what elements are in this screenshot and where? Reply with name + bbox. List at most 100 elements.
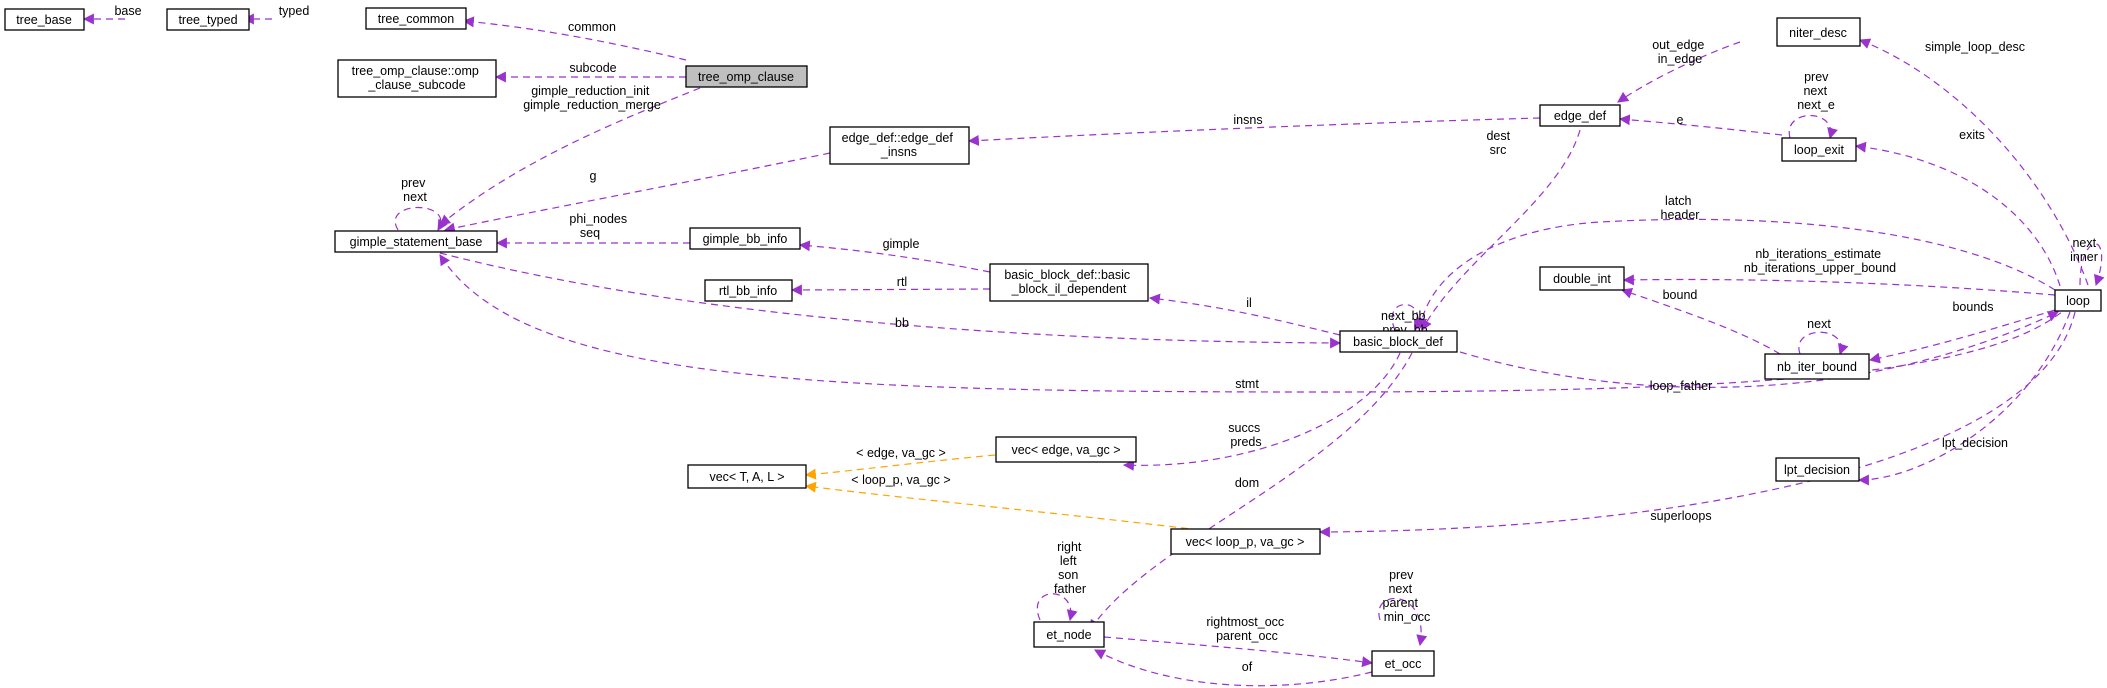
edge-common: [462, 16, 687, 61]
label-g: g: [590, 169, 597, 183]
label-rtl: rtl: [897, 275, 907, 289]
label-common: common: [568, 20, 616, 34]
node-nb-iter-bound[interactable]: nb_iter_bound: [1764, 353, 1870, 380]
edge-rtl: [790, 284, 991, 296]
label-gsb-self: prev next: [401, 176, 429, 204]
label-simple-loop-desc: simple_loop_desc: [1925, 40, 2025, 54]
node-tree-base[interactable]: tree_base: [4, 8, 85, 31]
edge-bb: [439, 252, 1342, 349]
node-tree-common[interactable]: tree_common: [365, 7, 467, 30]
label-tmpl-edge: < edge, va_gc >: [856, 446, 946, 460]
node-tree-typed[interactable]: tree_typed: [166, 8, 250, 31]
svg-text:nb_iter_bound: nb_iter_bound: [1777, 360, 1857, 374]
label-typed: typed: [279, 4, 310, 18]
label-phi-seq: phi_nodes seq: [569, 212, 630, 240]
edge-simple-loop-desc: [1858, 38, 2089, 286]
svg-text:gimple_statement_base: gimple_statement_base: [350, 235, 483, 249]
label-latch-header: latch header: [1661, 194, 1700, 222]
svg-text:et_occ: et_occ: [1385, 657, 1422, 671]
node-rtl-bb-info[interactable]: rtl_bb_info: [704, 279, 793, 302]
label-insns: insns: [1233, 113, 1262, 127]
edge-gsb-self: [394, 207, 448, 231]
edge-gimple: [798, 240, 991, 273]
edge-il: [1148, 293, 1341, 336]
label-dom: dom: [1235, 476, 1259, 490]
edge-exits: [1854, 141, 2061, 287]
svg-text:vec< edge, va_gc >: vec< edge, va_gc >: [1011, 443, 1120, 457]
edge-loop-father: [1459, 311, 2059, 388]
node-tree-omp-clause[interactable]: tree_omp_clause: [685, 65, 808, 88]
node-edge-def[interactable]: edge_def: [1539, 104, 1621, 127]
svg-text:vec< T, A, L >: vec< T, A, L >: [709, 470, 784, 484]
node-basic-block-def[interactable]: basic_block_def: [1339, 330, 1458, 353]
node-double-int[interactable]: double_int: [1539, 266, 1625, 291]
label-out-in-edge: out_edge in_edge: [1652, 38, 1708, 66]
label-loop-exit-self: prev next next_e: [1797, 70, 1835, 112]
svg-text:tree_typed: tree_typed: [178, 13, 237, 27]
svg-text:tree_base: tree_base: [16, 13, 72, 27]
label-tmpl-loop: < loop_p, va_gc >: [851, 473, 950, 487]
label-exits: exits: [1959, 128, 1985, 142]
svg-text:niter_desc: niter_desc: [1789, 26, 1847, 40]
svg-text:edge_def::edge_def _insn: edge_def::edge_def _insns: [842, 131, 957, 159]
label-gimple: gimple: [883, 237, 920, 251]
label-dest-src: dest src: [1486, 129, 1513, 157]
label-il: il: [1246, 296, 1252, 310]
label-stmt: stmt: [1235, 377, 1259, 391]
edge-bound: [1620, 288, 1781, 355]
node-bb-il-dependent[interactable]: basic_block_def::basic _block_il_depende…: [989, 263, 1149, 302]
node-loop[interactable]: loop: [2054, 289, 2102, 312]
edge-loop-self: [2079, 243, 2105, 287]
edge-tmpl-loop: [804, 481, 1201, 531]
node-omp-clause-subcode[interactable]: tree_omp_clause::omp _clause_subcode: [337, 59, 497, 98]
label-base: base: [114, 4, 141, 18]
svg-text:gimple_bb_info: gimple_bb_info: [703, 232, 788, 246]
node-lpt-decision[interactable]: lpt_decision: [1775, 457, 1860, 482]
label-et-occ-self: prev next parent min_occ: [1383, 568, 1431, 624]
svg-text:vec< loop_p, va_gc >: vec< loop_p, va_gc >: [1186, 535, 1305, 549]
node-et-node[interactable]: et_node: [1033, 621, 1105, 648]
label-nb-iterations: nb_iterations_estimate nb_iterations_upp…: [1744, 247, 1896, 275]
label-bounds: bounds: [1952, 300, 1993, 314]
label-subcode: subcode: [569, 61, 616, 75]
node-niter-desc[interactable]: niter_desc: [1776, 17, 1861, 47]
node-edge-def-insns[interactable]: edge_def::edge_def _insns: [829, 126, 970, 165]
svg-text:loop: loop: [2066, 294, 2090, 308]
edge-dest-src: [1421, 129, 1581, 331]
edge-nb-iterations: [1622, 274, 2056, 296]
svg-text:basic_block_def::basic _: basic_block_def::basic _block_il_depende…: [1004, 268, 1133, 296]
node-vec-tal[interactable]: vec< T, A, L >: [687, 464, 807, 489]
node-gimple-bb-info[interactable]: gimple_bb_info: [689, 227, 801, 250]
label-gimple-reduction: gimple_reduction_init gimple_reduction_m…: [523, 84, 661, 112]
label-bb: bb: [895, 316, 909, 330]
edge-superloops: [1318, 311, 2076, 538]
svg-text:loop_exit: loop_exit: [1794, 143, 1845, 157]
label-bound: bound: [1663, 288, 1698, 302]
svg-text:basic_block_def: basic_block_def: [1353, 335, 1443, 349]
label-e: e: [1677, 113, 1684, 127]
svg-text:et_node: et_node: [1046, 628, 1091, 642]
edge-tmpl-edge: [804, 454, 996, 480]
edge-g: [443, 152, 831, 234]
node-vec-loop[interactable]: vec< loop_p, va_gc >: [1170, 528, 1321, 555]
svg-text:double_int: double_int: [1553, 272, 1611, 286]
edge-e: [1618, 114, 1783, 136]
edge-rightmost-parent: [1103, 636, 1374, 668]
label-lpt-decision: lpt_decision: [1942, 436, 2008, 450]
node-vec-edge[interactable]: vec< edge, va_gc >: [995, 436, 1137, 463]
node-loop-exit[interactable]: loop_exit: [1781, 137, 1857, 162]
svg-text:tree_omp_clause::omp _cl: tree_omp_clause::omp _clause_subcode: [352, 64, 483, 92]
svg-text:edge_def: edge_def: [1554, 109, 1607, 123]
edge-lpt-decision: [1857, 311, 2071, 486]
label-loop-self: next inner: [2070, 236, 2099, 264]
edge-et-occ-self: [1378, 598, 1428, 647]
edge-bounds: [1868, 309, 2056, 364]
edge-dom: [1089, 352, 1413, 631]
node-gimple-statement-base[interactable]: gimple_statement_base: [334, 230, 498, 253]
edge-succs-preds: [1122, 352, 1401, 471]
node-et-occ[interactable]: et_occ: [1371, 650, 1435, 677]
edge-loop-exit-self: [1788, 115, 1838, 140]
label-of: of: [1242, 660, 1253, 674]
